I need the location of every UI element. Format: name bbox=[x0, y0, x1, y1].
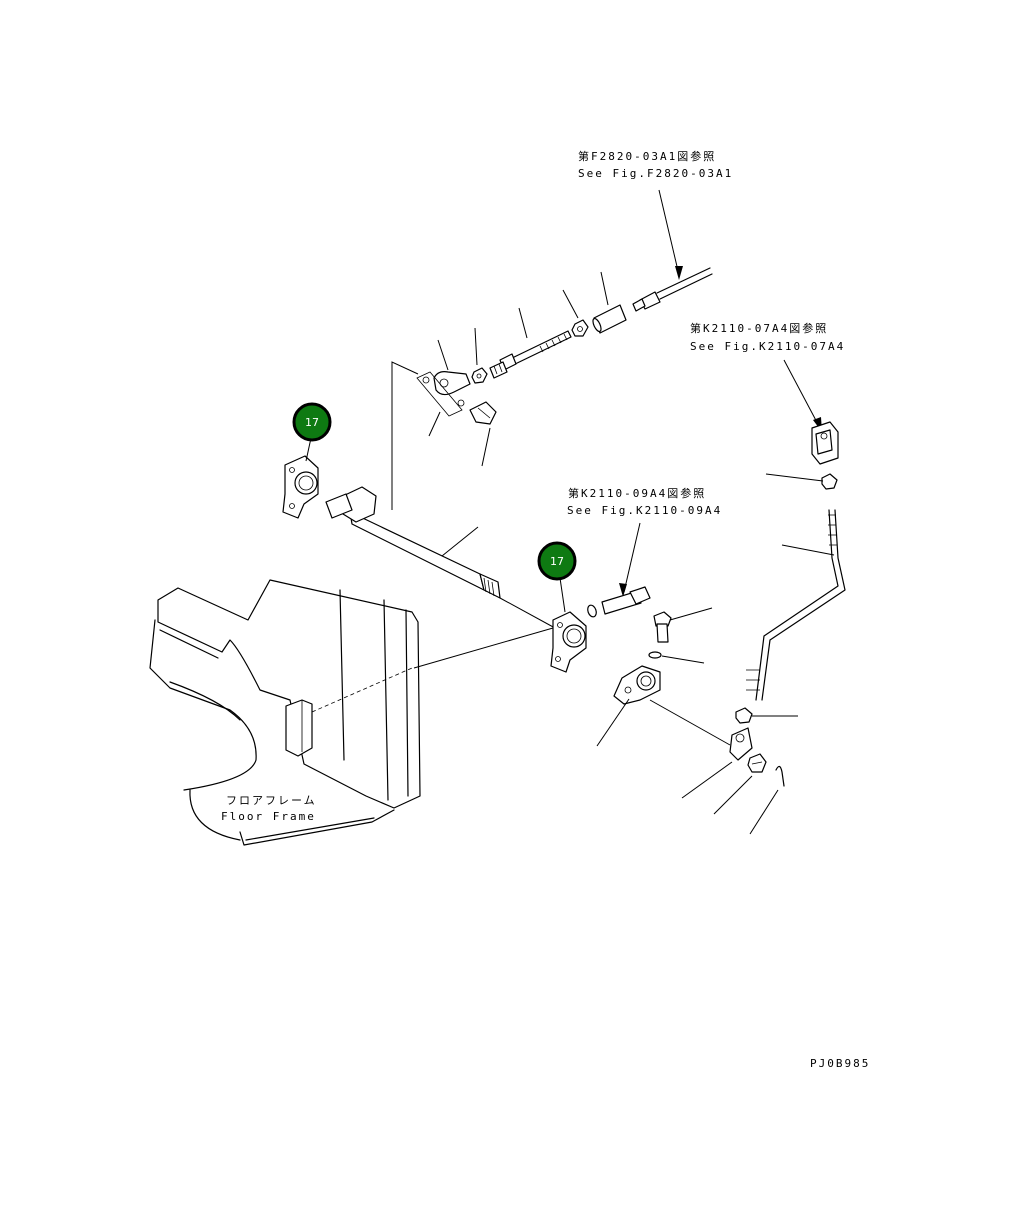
control-rod bbox=[746, 509, 846, 701]
lock-plate bbox=[416, 371, 465, 437]
rod-end bbox=[433, 339, 471, 396]
drawing-code: PJ0B985 bbox=[810, 1057, 870, 1070]
floor-frame-label-en: Floor Frame bbox=[221, 810, 316, 823]
sleeve-coupling bbox=[592, 271, 627, 334]
rod-end-lower bbox=[681, 727, 753, 799]
arrow-to-k2110-07 bbox=[783, 359, 822, 432]
shaft-leader bbox=[391, 361, 419, 510]
castle-nut bbox=[713, 753, 767, 815]
arrow-to-k2110-09 bbox=[619, 522, 641, 597]
hex-nut-upper bbox=[562, 289, 589, 337]
ref-k2110-07-jp: 第K2110-07A4図参照 bbox=[690, 321, 828, 335]
floor-frame-label-jp: フロアフレーム bbox=[226, 794, 317, 807]
callout-17-right[interactable]: 17 bbox=[537, 541, 577, 581]
cotter-pin bbox=[749, 765, 785, 835]
ref-k2110-07-en: See Fig.K2110-07A4 bbox=[690, 340, 845, 353]
connector-pin bbox=[489, 361, 508, 379]
bearing-bracket-right bbox=[550, 577, 587, 673]
hex-nut-rod-bottom bbox=[735, 707, 798, 724]
ref-f2820-jp: 第F2820-03A1図参照 bbox=[578, 149, 716, 163]
hex-bolt-vertical bbox=[653, 607, 713, 643]
arrow-to-f2820 bbox=[658, 189, 683, 280]
main-shaft bbox=[325, 486, 556, 629]
threaded-rod bbox=[499, 307, 572, 371]
callout-17-right-label: 17 bbox=[550, 555, 564, 568]
hex-nut-rod-top bbox=[765, 473, 838, 490]
callout-17-left-label: 17 bbox=[305, 416, 319, 429]
callout-17-left[interactable]: 17 bbox=[292, 402, 332, 442]
control-cable bbox=[632, 267, 713, 312]
bearing-bracket-left bbox=[282, 437, 319, 519]
hex-nut-small bbox=[471, 327, 488, 384]
floor-frame bbox=[149, 579, 554, 846]
bolt-with-washer bbox=[587, 586, 651, 618]
ref-k2110-09-jp: 第K2110-09A4図参照 bbox=[568, 486, 706, 500]
spring-washer bbox=[648, 651, 705, 664]
clevis bbox=[811, 421, 839, 465]
hex-bolt-upper bbox=[469, 401, 497, 467]
ref-k2110-09-en: See Fig.K2110-09A4 bbox=[567, 504, 722, 517]
ref-f2820-en: See Fig.F2820-03A1 bbox=[578, 167, 733, 180]
lever-bracket bbox=[596, 665, 731, 747]
